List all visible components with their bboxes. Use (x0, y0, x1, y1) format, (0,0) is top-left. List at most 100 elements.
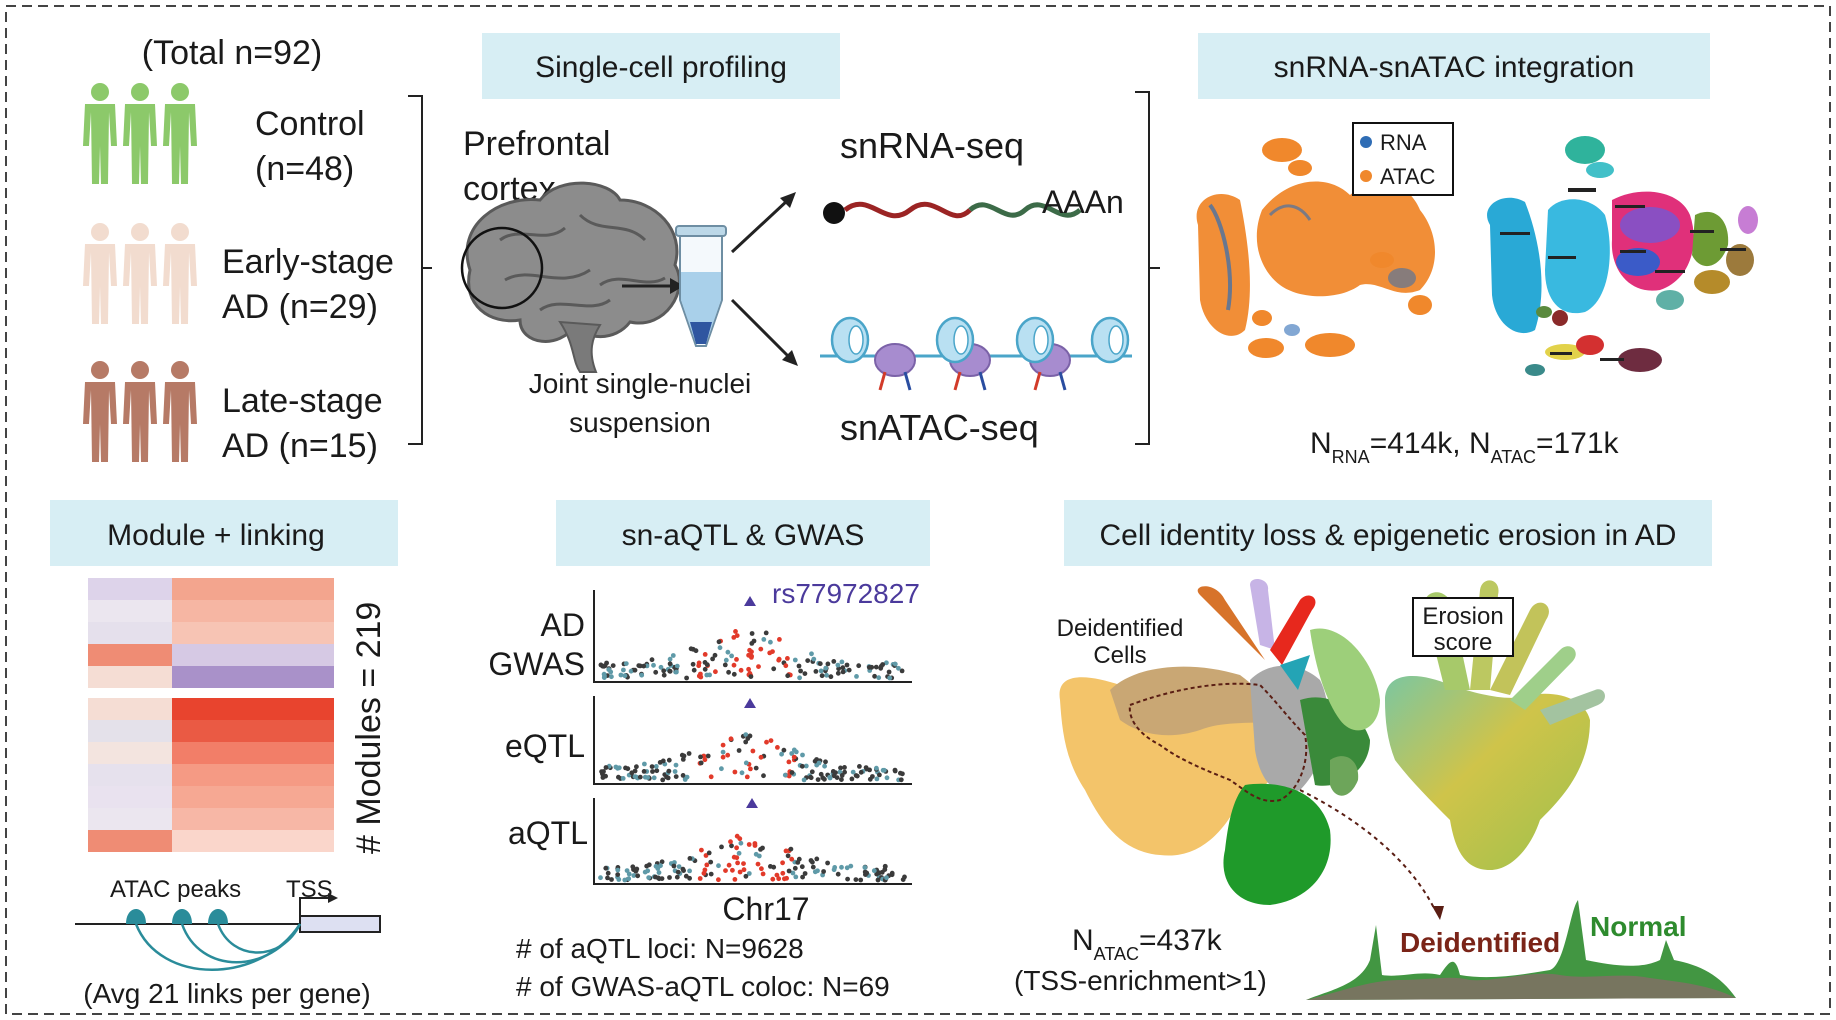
snp-point (839, 773, 845, 778)
snp-point (800, 874, 805, 880)
snp-point (634, 866, 640, 872)
snp-point (756, 664, 761, 669)
tube-icon (675, 225, 727, 347)
snp-point (659, 876, 665, 881)
snp-point (654, 768, 660, 774)
snp-point (849, 776, 855, 782)
snp-point (768, 639, 773, 645)
nucleosome-disc-icon (830, 316, 870, 364)
snp-point (799, 763, 805, 769)
arrow-down (730, 298, 792, 360)
snp-point (873, 664, 879, 670)
snp-point (745, 736, 751, 741)
snp-point (808, 858, 814, 863)
snp-point (898, 770, 903, 776)
snp-point (639, 672, 645, 678)
snp-point (739, 770, 745, 776)
legend-rna: RNA (1380, 130, 1427, 155)
heatmap-cell (172, 764, 334, 786)
track-eqtl: eQTL (505, 728, 585, 764)
snp-point (743, 732, 749, 737)
snp-point (735, 860, 740, 866)
snp-point (791, 754, 797, 760)
snp-point (613, 764, 619, 770)
snp-point (680, 773, 686, 778)
heatmap-cell (88, 578, 172, 600)
legend-rna-swatch (1360, 136, 1372, 148)
heatmap-cell (172, 600, 334, 622)
atac-peaks-label: ATAC peaks (110, 876, 241, 903)
snp-point (823, 665, 829, 671)
snp-point (674, 669, 679, 675)
snp-point (626, 876, 632, 882)
snp-point (696, 663, 702, 669)
person-icon (163, 361, 197, 462)
snp-point (651, 775, 657, 781)
snp-point (795, 860, 801, 865)
heatmap-cell (172, 578, 334, 600)
snp-point (758, 646, 764, 652)
heatmap-cell (172, 786, 334, 808)
snp-point (793, 874, 799, 880)
snp-point (686, 751, 692, 756)
snp-point (729, 653, 734, 659)
snp-point (760, 871, 766, 877)
snp-point (744, 774, 750, 780)
snp-point (641, 663, 647, 669)
arrow-up (730, 198, 790, 254)
snp-point (708, 774, 714, 780)
snp-point (723, 868, 728, 873)
snp-point (722, 662, 728, 668)
snp-point (603, 765, 609, 770)
snp-point (785, 673, 791, 679)
snp-point (874, 776, 880, 782)
snp-point (814, 757, 819, 762)
snp-point (864, 870, 870, 876)
heatmap-cell (88, 720, 172, 742)
integration-header-bg (1198, 33, 1710, 99)
snp-point (750, 748, 756, 754)
snp-point (728, 736, 734, 742)
module-panel: Module + linking # Modules = 219 ATAC pe… (50, 500, 398, 1009)
snp-point (683, 873, 689, 879)
snp-point (725, 752, 731, 758)
snp-point (646, 862, 652, 868)
person-icon (123, 83, 157, 184)
snp-point (792, 865, 798, 871)
snp-point (775, 745, 780, 750)
snp-point (698, 754, 703, 760)
snp-point (618, 672, 624, 678)
coloc-stat: # of GWAS-aQTL coloc: N=69 (516, 971, 890, 1002)
snp-point (622, 877, 628, 883)
snp-point (839, 777, 844, 782)
snp-point (828, 674, 834, 680)
snp-point (616, 877, 622, 882)
snp-point (796, 663, 802, 669)
snp-point (609, 877, 614, 882)
snp-point (680, 757, 686, 762)
snp-point (801, 777, 807, 783)
early-ad-figures (83, 223, 197, 324)
snp-point (858, 769, 864, 775)
deidentified-label: Deidentified (1400, 927, 1560, 958)
module-header-bg (50, 500, 398, 566)
snp-point (659, 859, 665, 865)
snp-point (785, 853, 791, 859)
snp-point (816, 760, 822, 766)
snp-point (641, 769, 647, 774)
heatmap-cell (88, 808, 172, 830)
snp-point (646, 875, 652, 880)
brain-icon (460, 181, 681, 373)
heatmap-cell (172, 720, 334, 742)
qtl-header-bg (556, 500, 930, 566)
integration-header: snRNA-snATAC integration (1274, 51, 1635, 84)
snp-point (833, 770, 838, 776)
cap-dot (823, 202, 845, 224)
snp-point (703, 853, 709, 858)
identity-counts: NATAC=437k (1072, 924, 1223, 964)
profiling-panel: Single-cell profiling Prefrontal cortex … (460, 33, 1160, 448)
snp-point (792, 657, 798, 663)
snp-point (790, 870, 796, 876)
deidentified-umap (1059, 578, 1380, 905)
